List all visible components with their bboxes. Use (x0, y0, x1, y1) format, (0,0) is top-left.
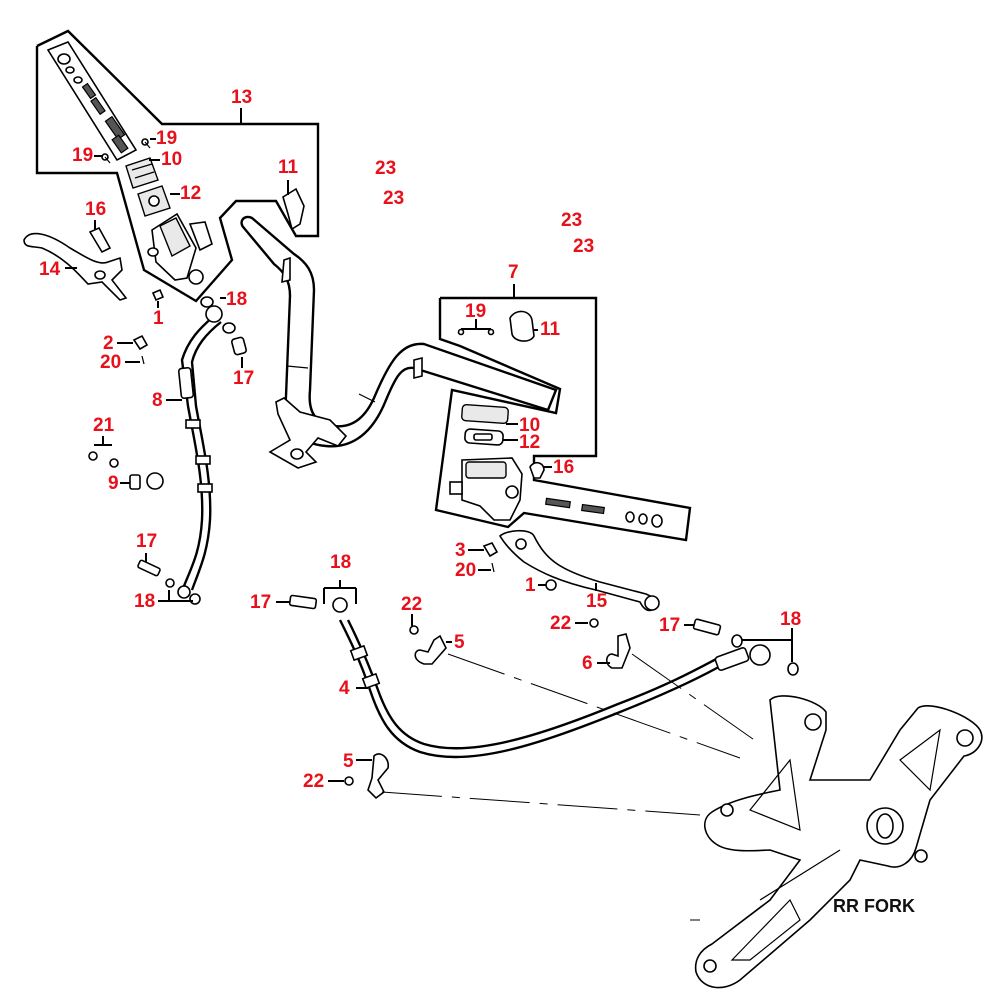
hose-clamp-5-a (414, 634, 452, 665)
screw-19-b (94, 153, 111, 164)
hose-clamp-5-b (356, 753, 390, 800)
callout-19: 19 (465, 301, 487, 322)
rr-fork-caption: RR FORK (833, 896, 915, 916)
callout-16: 16 (85, 199, 107, 220)
screw-20-left (125, 355, 145, 365)
bolt-22-b (575, 618, 599, 628)
washers-18-rear-bottom (731, 628, 799, 676)
banjo-bolt-17-rear-bottom (684, 618, 722, 636)
callout-9: 9 (108, 473, 119, 494)
callout-18: 18 (780, 609, 802, 630)
callout-16: 16 (553, 457, 575, 478)
callout-20: 20 (455, 560, 477, 581)
callout-15: 15 (586, 591, 608, 612)
washers-18-bottom (158, 578, 201, 605)
nut-1-left (151, 288, 165, 308)
reservoir-cap-10-left (125, 157, 159, 189)
callout-17: 17 (136, 531, 158, 552)
callout-12: 12 (519, 432, 541, 453)
callout-12: 12 (180, 183, 202, 204)
hose-clamp-6 (597, 633, 631, 669)
callout-23: 23 (375, 158, 397, 179)
piston-kit-strip-right (545, 497, 663, 528)
washers-18-rear-top (323, 580, 357, 604)
callout-18: 18 (330, 552, 352, 573)
banjo-bolt-17-rear-top (276, 594, 318, 610)
callout-18: 18 (226, 289, 248, 310)
brake-lever-14 (23, 232, 128, 301)
bolts-21 (88, 436, 119, 468)
banjo-bolt-17-bottom (137, 553, 161, 577)
rear-fork-bracket (694, 695, 983, 989)
callout-17: 17 (250, 592, 272, 613)
callout-7: 7 (508, 262, 519, 283)
callout-23: 23 (573, 236, 595, 257)
assembly-13-outline (35, 29, 320, 303)
callout-23: 23 (561, 210, 583, 231)
callout-11: 11 (278, 157, 299, 178)
switch-2 (117, 334, 149, 351)
callout-19: 19 (156, 128, 178, 149)
callout-10: 10 (161, 149, 183, 170)
callout-22: 22 (303, 771, 325, 792)
brake-hose-4 (332, 597, 771, 759)
callout-5: 5 (343, 751, 354, 772)
callout-20: 20 (100, 352, 122, 373)
assembly-7-outline (434, 284, 692, 542)
callout-11: 11 (540, 319, 561, 340)
callout-13: 13 (231, 87, 253, 108)
washers-18-top (200, 296, 236, 334)
callout-21: 21 (93, 415, 115, 436)
callout-8: 8 (152, 390, 163, 411)
screw-19-right-pair (457, 319, 495, 336)
diaphragm-12-right (464, 428, 518, 446)
callout-5: 5 (454, 632, 465, 653)
callout-17: 17 (659, 615, 681, 636)
banjo-bolt-17-top (231, 336, 247, 368)
callout-23: 23 (383, 188, 405, 209)
callout-2: 2 (103, 333, 114, 354)
bolt-22-a (409, 614, 419, 635)
handlebar (240, 215, 558, 469)
callout-1: 1 (525, 575, 536, 596)
callout-6: 6 (582, 653, 593, 674)
switch-3 (468, 542, 499, 558)
diaphragm-12-left (137, 185, 171, 217)
brake-hose-8 (166, 305, 223, 599)
brake-lever-15 (498, 529, 660, 612)
callout-22: 22 (401, 594, 423, 615)
callout-18: 18 (134, 591, 156, 612)
screw-19-a (141, 138, 156, 149)
callout-10: 10 (519, 415, 541, 436)
callout-1: 1 (153, 308, 164, 329)
reservoir-cap-10-right (461, 403, 518, 425)
callout-3: 3 (455, 540, 466, 561)
callout-22: 22 (550, 613, 572, 634)
clamp-11-left (282, 180, 305, 231)
hose-clamp-9 (120, 472, 164, 490)
bolt-22-c (328, 776, 354, 786)
callout-19: 19 (72, 145, 94, 166)
screw-20-right (478, 562, 495, 573)
master-cylinder-right (449, 457, 523, 521)
pivot-bolt-16-right (529, 461, 552, 479)
callout-17: 17 (233, 368, 255, 389)
clamp-11-right (509, 310, 538, 342)
nut-1-right (538, 579, 557, 591)
pivot-bolt-16-left (88, 220, 112, 254)
callout-14: 14 (39, 259, 61, 280)
piston-kit-strip (46, 41, 138, 162)
master-cylinder-left (147, 212, 213, 285)
callout-4: 4 (339, 678, 350, 699)
